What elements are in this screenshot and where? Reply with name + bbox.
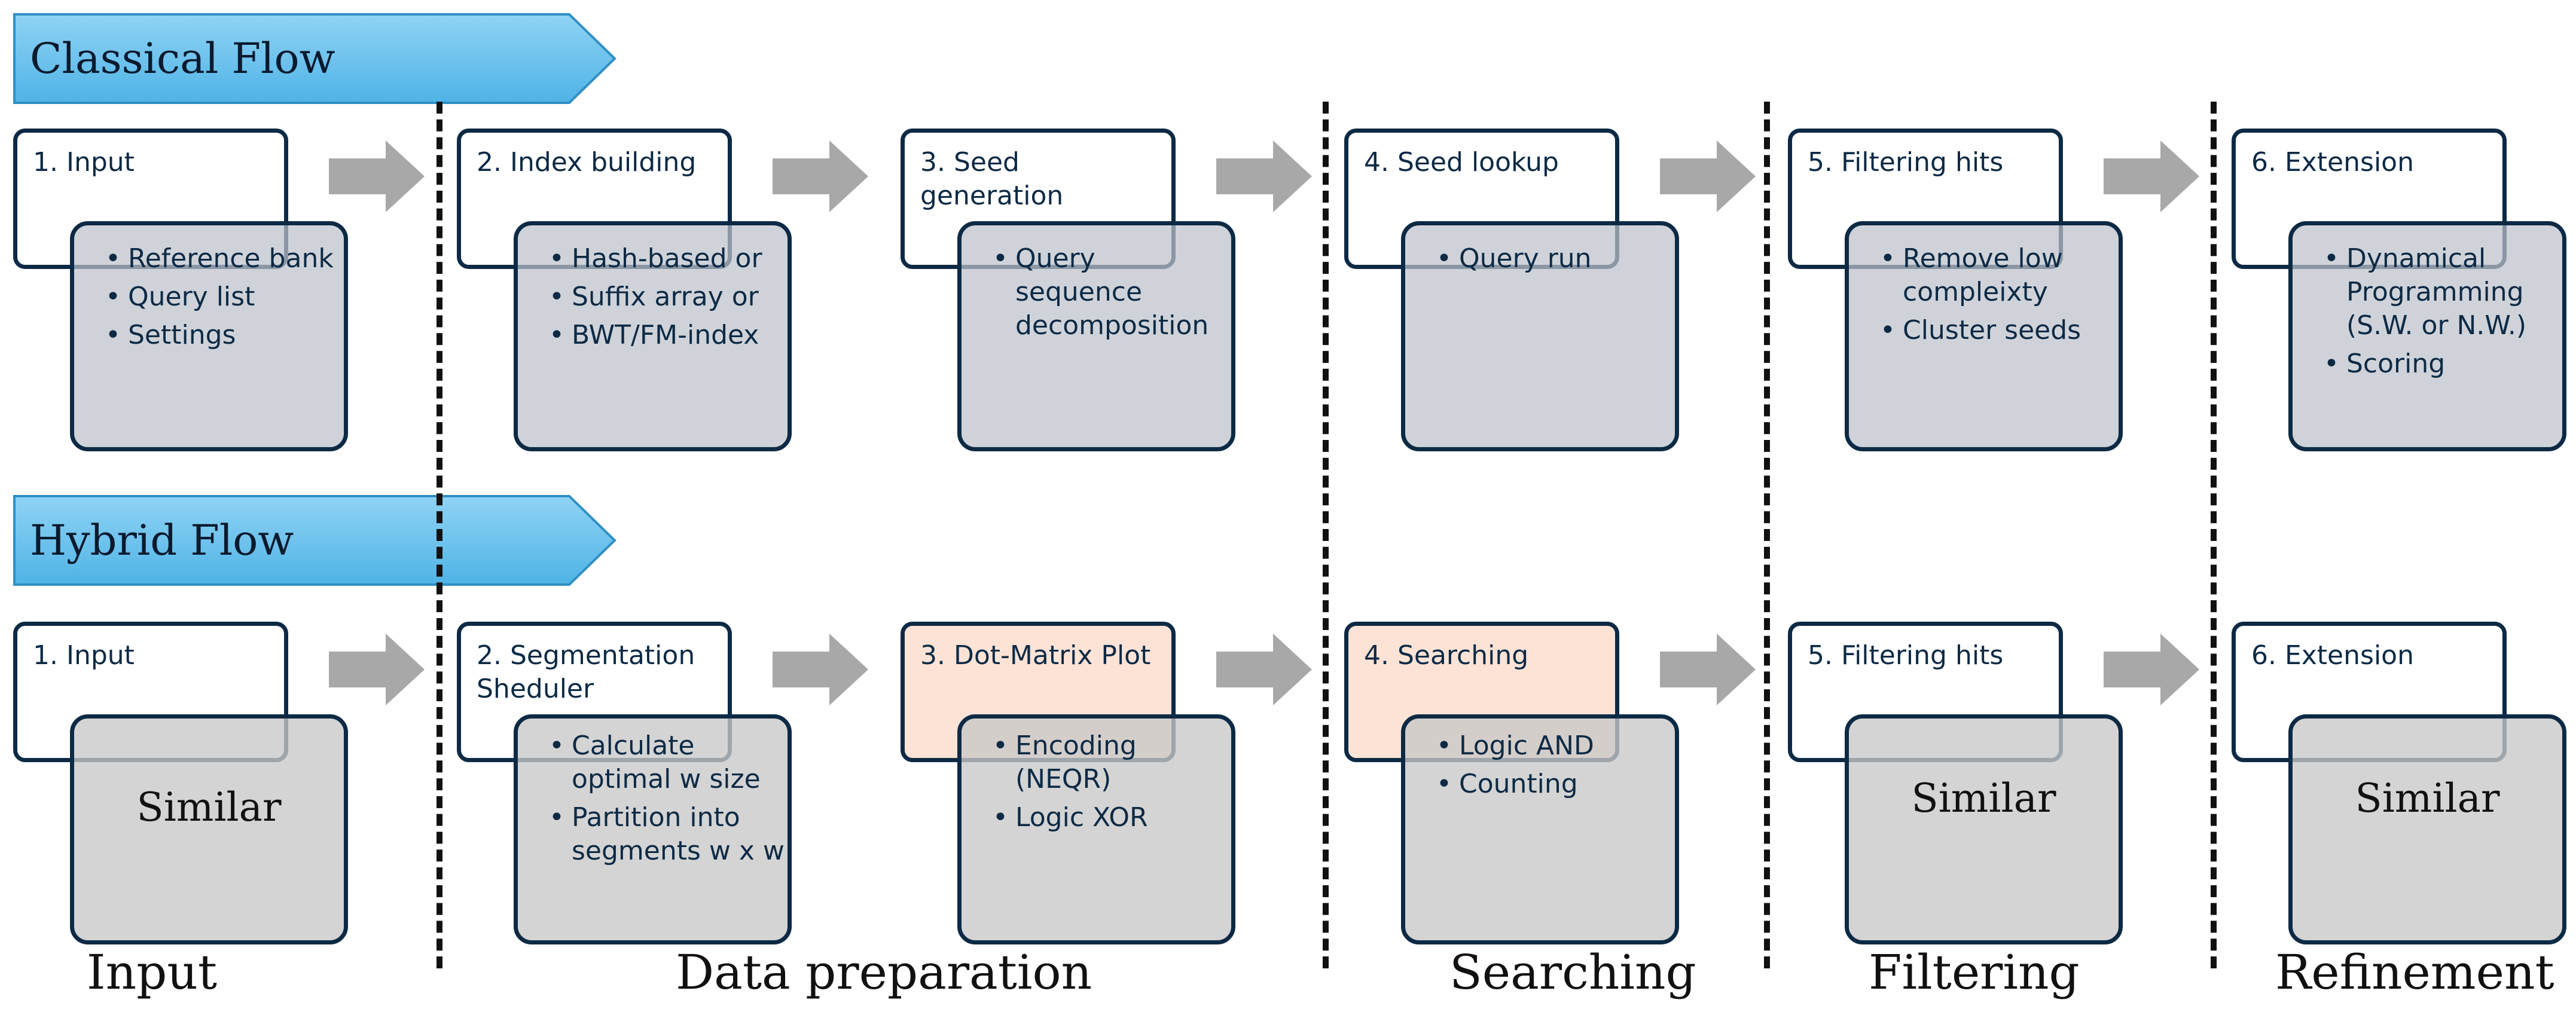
- classical-step-input: 1. Input Reference bank Query list Setti…: [13, 129, 354, 457]
- phase-label-input: Input: [87, 944, 218, 1000]
- flow-arrow: [329, 140, 425, 212]
- step-detail-box: Encoding (NEQR) Logic XOR: [957, 714, 1235, 944]
- step-bullet-list: Calculate optimal w size Partition into …: [549, 729, 785, 873]
- step-bullet: Calculate optimal w size: [549, 729, 785, 796]
- step-title: 5. Filtering hits: [1808, 147, 2004, 178]
- classical-step-index-building: 2. Index building Hash-based or Suffix a…: [457, 129, 798, 457]
- step-bullet: Partition into segments w x w: [549, 801, 785, 868]
- flow-arrow: [773, 140, 868, 212]
- step-title: 2. Segmentation Sheduler: [477, 640, 695, 704]
- step-title-box: 1. Input: [13, 129, 288, 269]
- phase-label-filtering: Filtering: [1869, 944, 2080, 1000]
- step-bullet: Logic AND: [1436, 729, 1672, 763]
- step-bullet: Logic XOR: [993, 801, 1229, 834]
- banner-arrow-shape: [13, 495, 616, 586]
- step-detail-box: Hash-based or Suffix array or BWT/FM-ind…: [514, 221, 792, 451]
- hybrid-step-segmentation-scheduler: 2. Segmentation Sheduler Calculate optim…: [457, 622, 798, 950]
- phase-divider: [1323, 102, 1329, 968]
- flow-arrow: [1216, 634, 1312, 705]
- step-bullet: Hash-based or: [549, 242, 785, 276]
- phase-divider: [1764, 102, 1770, 968]
- step-bullet-list: Query sequence decomposition: [993, 242, 1229, 347]
- flow-arrow: [773, 634, 868, 705]
- step-detail-box: Logic AND Counting: [1401, 714, 1679, 944]
- classical-flow-banner: Classical Flow: [13, 13, 616, 104]
- hybrid-flow-label: Hybrid Flow: [30, 516, 294, 565]
- step-detail-box: Dynamical Programming (S.W. or N.W.) Sco…: [2288, 221, 2566, 451]
- step-bullet-list: Dynamical Programming (S.W. or N.W.) Sco…: [2324, 242, 2560, 386]
- step-title: 4. Searching: [1364, 640, 1529, 671]
- flow-arrow: [329, 634, 425, 705]
- classical-step-seed-lookup: 4. Seed lookup Query run: [1344, 129, 1685, 457]
- step-detail-box: Reference bank Query list Settings: [70, 221, 348, 451]
- step-title: 6. Extension: [2251, 640, 2414, 671]
- step-title: 1. Input: [33, 640, 135, 671]
- classical-flow-label: Classical Flow: [30, 34, 335, 83]
- flow-arrow: [2104, 140, 2199, 212]
- flow-arrow: [1216, 140, 1312, 212]
- step-bullet: Remove low compleixty: [1880, 242, 2116, 309]
- classical-step-filtering-hits: 5. Filtering hits Remove low compleixty …: [1788, 129, 2129, 457]
- step-title-box: 2. Segmentation Sheduler: [457, 622, 732, 762]
- similar-label: Similar: [136, 784, 282, 830]
- step-title: 5. Filtering hits: [1808, 640, 2004, 671]
- step-detail-box: Calculate optimal w size Partition into …: [514, 714, 792, 944]
- step-bullet: Query list: [105, 280, 341, 314]
- hybrid-step-extension: 6. Extension Similar: [2232, 622, 2572, 950]
- step-bullet-list: Reference bank Query list Settings: [105, 242, 341, 357]
- step-detail-box: Query sequence decomposition: [957, 221, 1235, 451]
- step-bullet-list: Remove low compleixty Cluster seeds: [1880, 242, 2116, 352]
- hybrid-step-searching: 4. Searching Logic AND Counting: [1344, 622, 1685, 950]
- hybrid-step-filtering-hits: 5. Filtering hits Similar: [1788, 622, 2129, 950]
- phase-label-searching: Searching: [1449, 944, 1696, 1000]
- step-title: 2. Index building: [477, 147, 697, 178]
- step-bullet: Encoding (NEQR): [993, 729, 1229, 796]
- step-detail-box: Query run: [1401, 221, 1679, 451]
- hybrid-step-dot-matrix-plot: 3. Dot-Matrix Plot Encoding (NEQR) Logic…: [901, 622, 1241, 950]
- flow-arrow: [1660, 634, 1756, 705]
- banner-arrow-shape: [13, 13, 616, 104]
- step-detail-box: Remove low compleixty Cluster seeds: [1845, 221, 2123, 451]
- flow-arrow: [1660, 140, 1756, 212]
- step-bullet: Cluster seeds: [1880, 314, 2116, 347]
- step-bullet: Query run: [1436, 242, 1672, 276]
- step-bullet: Query sequence decomposition: [993, 242, 1229, 343]
- step-detail-box: Similar: [70, 714, 348, 944]
- hybrid-flow-banner: Hybrid Flow: [13, 495, 616, 586]
- step-title: 4. Seed lookup: [1364, 147, 1559, 178]
- step-title: 3. Seed generation: [920, 147, 1064, 211]
- hybrid-step-input: 1. Input Similar: [13, 622, 354, 950]
- step-bullet-list: Query run: [1436, 242, 1672, 280]
- step-bullet-list: Encoding (NEQR) Logic XOR: [993, 729, 1229, 839]
- step-title: 1. Input: [33, 147, 135, 178]
- classical-step-seed-generation: 3. Seed generation Query sequence decomp…: [901, 129, 1241, 457]
- step-detail-box: Similar: [1845, 714, 2123, 944]
- step-bullet: Dynamical Programming (S.W. or N.W.): [2324, 242, 2560, 343]
- similar-label: Similar: [1911, 775, 2056, 821]
- phase-label-data-preparation: Data preparation: [676, 944, 1092, 1000]
- step-title: 3. Dot-Matrix Plot: [920, 640, 1151, 671]
- step-detail-box: Similar: [2288, 714, 2566, 944]
- step-bullet-list: Logic AND Counting: [1436, 729, 1672, 806]
- similar-label: Similar: [2355, 775, 2500, 821]
- step-bullet: Settings: [105, 319, 341, 352]
- classical-step-extension: 6. Extension Dynamical Programming (S.W.…: [2232, 129, 2572, 457]
- flow-arrow: [2104, 634, 2199, 705]
- step-title: 6. Extension: [2251, 147, 2414, 178]
- step-bullet-list: Hash-based or Suffix array or BWT/FM-ind…: [549, 242, 785, 357]
- phase-divider: [437, 102, 442, 968]
- phase-divider: [2211, 102, 2217, 968]
- step-bullet: Counting: [1436, 768, 1672, 801]
- phase-label-refinement: Refinement: [2275, 944, 2554, 1000]
- step-bullet: Suffix array or: [549, 280, 785, 314]
- step-bullet: Reference bank: [105, 242, 341, 276]
- step-bullet: BWT/FM-index: [549, 319, 785, 352]
- step-bullet: Scoring: [2324, 347, 2560, 381]
